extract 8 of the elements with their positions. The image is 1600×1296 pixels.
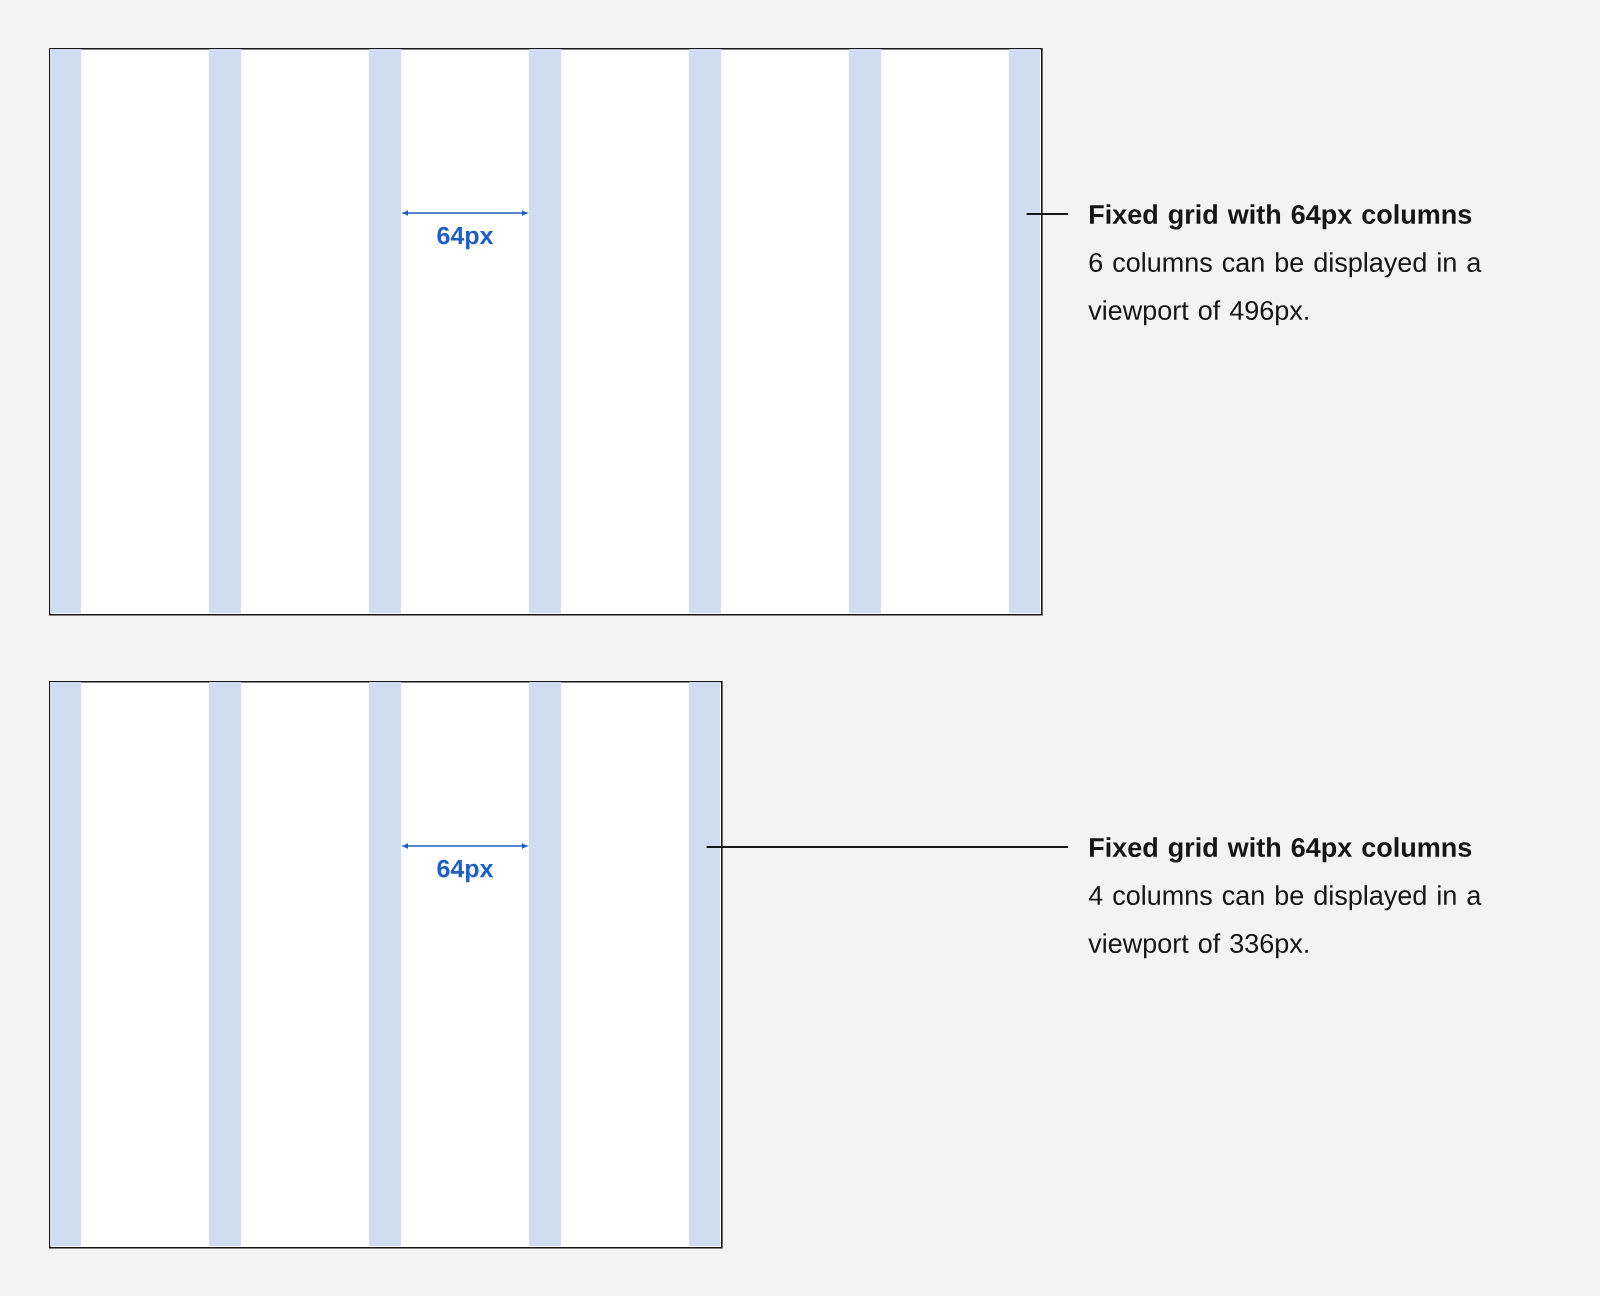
dimension-label: 64px xyxy=(437,226,494,250)
leader-line xyxy=(705,846,1069,848)
viewport-grid-drawing xyxy=(49,48,1043,616)
annotation-text: Fixed grid with 64px columns 6 columns can be displayed in a viewport of 496px. xyxy=(1088,204,1482,326)
dimension-label: 64px xyxy=(437,859,494,883)
viewport-grid-drawing xyxy=(49,681,723,1249)
leader-line xyxy=(1025,213,1069,215)
annotation-text: Fixed grid with 64px columns 4 columns can be displayed in a viewport of 336px. xyxy=(1088,837,1482,959)
